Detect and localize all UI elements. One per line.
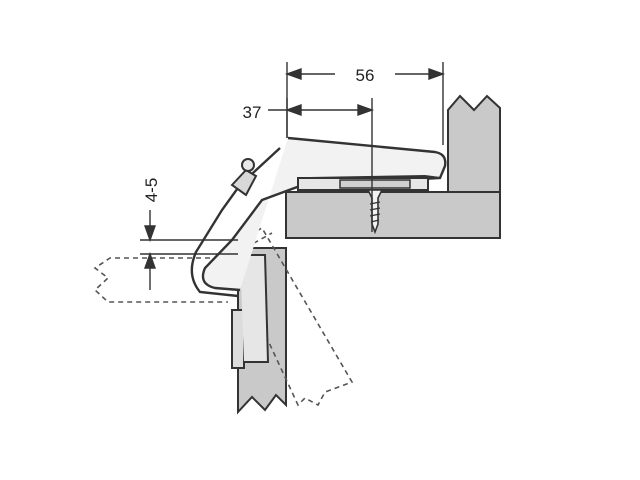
dimension-37-label: 37	[243, 103, 262, 122]
adjacent-panel-dashed	[93, 257, 228, 303]
dimension-4-5	[140, 210, 238, 290]
hinge-cup	[231, 254, 270, 369]
dimension-4-5-label: 4-5	[142, 178, 161, 203]
mounting-plate	[297, 177, 429, 191]
cabinet-side-panel	[285, 94, 501, 239]
hinge-arm	[190, 136, 447, 298]
dimension-56-label: 56	[356, 66, 375, 85]
dimension-37	[268, 98, 375, 232]
